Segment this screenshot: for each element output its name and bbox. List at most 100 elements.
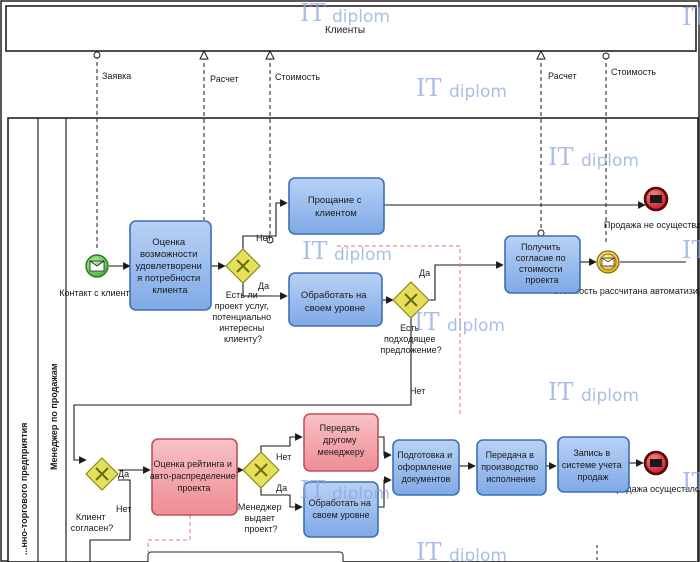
svg-text:diplom: diplom	[449, 546, 507, 562]
pool-clients-label: Клиенты	[325, 25, 365, 36]
svg-text:Получить согласие по: Получить согласие по стоимости проекта	[516, 242, 568, 285]
lane-manager-label: Менеджер по продажам	[49, 363, 59, 470]
svg-text:Передать другому м: Передать другому менеджеру	[318, 423, 365, 457]
svg-text:diplom: diplom	[581, 151, 639, 171]
svg-text:IT: IT	[300, 476, 326, 504]
svg-text:Передача в производство: Передача в производство исполнение	[481, 450, 541, 484]
x-icon	[404, 293, 418, 307]
msg-label-raschet-1: Расчет	[210, 74, 239, 84]
task-farewell: Прощание с клиентом	[288, 177, 385, 235]
pool-clients	[5, 5, 697, 52]
task-rating: Оценка рейтинга и авто-распределение про…	[150, 438, 239, 516]
svg-text:diplom: diplom	[581, 386, 639, 406]
task-prepare-docs: Подготовка и оформление документов	[392, 439, 460, 496]
watermark-10: IT	[682, 236, 700, 264]
end-event-not-done	[643, 186, 669, 212]
msg-origin-marker	[266, 236, 274, 244]
msg-origin-marker	[537, 229, 545, 237]
gateway-2-label: Есть подходящее предложение?	[380, 323, 441, 355]
watermark-3: IT diplom	[548, 143, 639, 171]
svg-text:diplom: diplom	[449, 82, 507, 102]
watermark-6: IT diplom	[548, 378, 639, 406]
svg-text:IT: IT	[300, 0, 326, 27]
svg-text:diplom: diplom	[332, 484, 390, 504]
svg-text:IT: IT	[414, 308, 440, 336]
end-event-done-label: Продажа осуществлена	[610, 484, 700, 494]
flow-label-g1-yes: Да	[258, 281, 269, 291]
gateway-3-label: Клиент согласен?	[71, 512, 113, 533]
watermark-4: IT diplom	[302, 237, 392, 265]
flow-label-g4-no: Нет	[276, 452, 291, 462]
svg-text:Обработать на своем уров: Обработать на своем уровне	[309, 498, 374, 520]
flow-label-g1-no: Нет	[256, 233, 271, 243]
svg-text:Оценка рейтинга и авто-р: Оценка рейтинга и авто-распределение про…	[150, 459, 239, 493]
svg-text:IT: IT	[682, 3, 700, 31]
msg-arrow-up	[536, 49, 546, 60]
task-transfer-production: Передача в производство исполнение	[476, 439, 547, 496]
msg-origin-marker	[93, 51, 101, 59]
svg-text:Оценка возможности: Оценка возможности удовлетворени я потре…	[136, 237, 205, 296]
svg-text:diplom: diplom	[334, 245, 392, 265]
sequence-flows	[73, 199, 686, 562]
watermark-9: IT	[682, 3, 700, 31]
x-icon	[254, 463, 268, 477]
msg-label-stoimost-1: Стоимость	[275, 72, 320, 82]
gateway-3	[85, 457, 119, 491]
svg-text:diplom: diplom	[332, 7, 390, 27]
watermark-7: IT diplom	[300, 476, 390, 504]
svg-text:Обработать на своем уров: Обработать на своем уровне	[301, 290, 369, 314]
task-record-system: Запись в системе учета продаж	[557, 436, 630, 493]
svg-text:IT: IT	[682, 236, 700, 264]
intermediate-event	[596, 250, 620, 274]
msg-label-zayavka: Заявка	[102, 71, 131, 81]
flow-label-g4-yes: Да	[276, 483, 287, 493]
svg-text:diplom: diplom	[447, 316, 505, 336]
x-icon	[236, 259, 250, 273]
start-event-label: Контакт с клиентом	[59, 288, 140, 298]
watermark-1: IT diplom	[300, 0, 390, 27]
task-get-approval: Получить согласие по стоимости проекта	[504, 235, 581, 294]
gateway-1-label: Есть ли проект услуг, потенциально интер…	[212, 290, 273, 344]
msg-origin-marker	[602, 52, 610, 60]
svg-text:Подготовка и оформление: Подготовка и оформление документов	[397, 450, 454, 484]
envelope-icon	[650, 459, 662, 467]
svg-text:IT: IT	[416, 538, 442, 562]
task-hand-over: Передать другому менеджеру	[303, 413, 379, 472]
envelope-icon	[650, 195, 662, 203]
end-event-done	[643, 450, 669, 476]
x-icon	[95, 467, 109, 481]
envelope-icon	[89, 260, 105, 272]
msg-label-stoimost-2: Стоимость	[611, 67, 656, 77]
intermediate-event-label: Стоимость рассчитана автоматизировано	[552, 286, 700, 296]
msg-label-raschet-2: Расчет	[548, 71, 577, 81]
flow-label-g3-no: Нет	[116, 504, 131, 514]
message-flows	[96, 55, 607, 248]
pool-company-label: ...нно-торгового предприятия	[19, 423, 29, 555]
bottom-partial-element	[147, 551, 344, 562]
watermark-2: IT diplom	[416, 74, 507, 102]
gateway-1	[225, 248, 261, 284]
flow-label-g2-no: Нет	[410, 386, 425, 396]
svg-text:Прощание с клиентом: Прощание с клиентом	[308, 195, 364, 219]
msg-arrow-up	[265, 49, 275, 60]
gateway-4	[242, 451, 280, 489]
watermark-8: IT diplom	[416, 538, 507, 562]
flow-label-g3-yes: Да	[118, 469, 129, 479]
gateway-4-label: Менеджер выдает проект?	[238, 502, 284, 534]
task-process-own-2: Обработать на своем уровне	[303, 481, 379, 538]
svg-text:IT: IT	[548, 378, 574, 406]
msg-arrow-up	[199, 49, 209, 60]
svg-text:IT: IT	[682, 468, 700, 496]
svg-text:IT: IT	[548, 143, 574, 171]
watermark-11: IT	[682, 468, 700, 496]
flow-label-g2-yes: Да	[419, 268, 430, 278]
end-event-not-done-label: Продажа не осуществлена	[604, 220, 700, 230]
svg-text:IT: IT	[416, 74, 442, 102]
task-process-own: Обработать на своем уровне	[288, 272, 383, 327]
envelope-icon	[601, 257, 615, 267]
svg-text:IT: IT	[302, 237, 328, 265]
start-event	[85, 254, 109, 278]
watermarks: IT diplom IT diplom IT diplom IT diplom …	[300, 0, 700, 562]
association-lines	[147, 245, 461, 552]
